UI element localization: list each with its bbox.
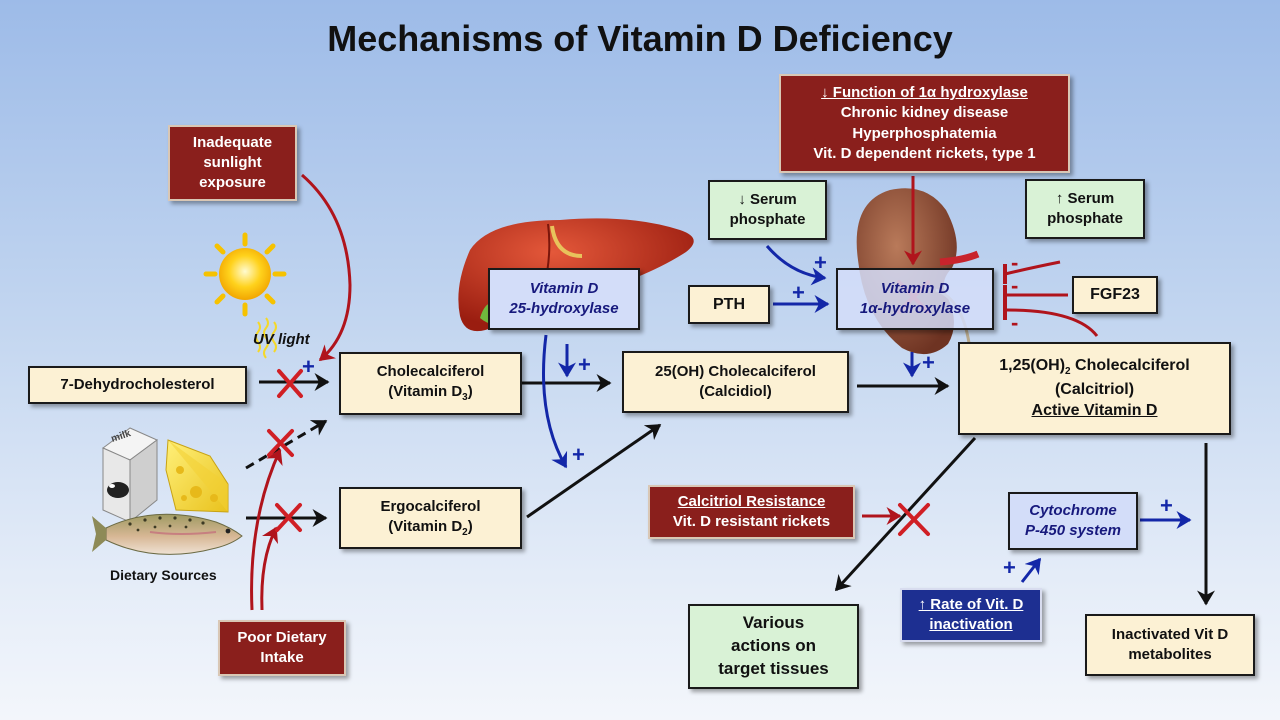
cytochrome-box: Cytochrome P-450 system: [1008, 492, 1138, 550]
plus-25-hydroxylase-d2: +: [572, 442, 585, 467]
milk-carton-icon: [102, 427, 158, 524]
poor-dietary-line-2: Intake: [260, 649, 304, 666]
high-phosphate-line-2: phosphate: [1047, 210, 1123, 227]
arrow-poor-diet-inhibits-upper: [250, 448, 283, 611]
arrow-sunlight-inhibits: [301, 173, 352, 362]
rickets-type-1-label: Vit. D dependent rickets, type 1: [813, 144, 1036, 162]
1a-hydroxylase-box: Vitamin D 1α-hydroxylase: [836, 268, 994, 330]
arrow-poor-diet-inhibits-lower: [260, 526, 279, 611]
block-x-uv-icon: [277, 369, 303, 398]
hyperphosphatemia-label: Hyperphosphatemia: [852, 124, 997, 142]
plus-25-hydroxylase: +: [578, 352, 591, 377]
cheese-icon: [165, 439, 229, 513]
target-tissue-actions-box: Various actions on target tissues: [688, 604, 859, 689]
inadequate-sunlight-line-1: Inadequate: [192, 133, 273, 151]
inactivation-rate-box: ↑ Rate of Vit. D inactivation: [900, 588, 1042, 642]
hydroxylase-function-heading: ↓ Function of 1α hydroxylase: [821, 84, 1028, 101]
arrow-25-hydroxylase-to-ergocalciferol: [542, 334, 568, 469]
block-x-dietary-d2-icon: [275, 503, 302, 532]
metabolites-line-2: metabolites: [1128, 646, 1212, 663]
pth-label: PTH: [713, 295, 745, 313]
uv-light-waves-icon: [255, 317, 277, 359]
low-phosphate-box: ↓ Serum phosphate: [708, 180, 827, 240]
high-phosphate-line-1: ↑ Serum: [1055, 189, 1115, 207]
actions-line-3: target tissues: [718, 658, 829, 678]
1a-hydroxylase-line-1: Vitamin D: [880, 279, 950, 297]
ergocalciferol-sublabel: (Vitamin D2): [388, 517, 473, 538]
plus-low-phosphate: +: [814, 250, 827, 275]
high-phosphate-box: ↑ Serum phosphate: [1025, 179, 1145, 239]
sun-icon: [203, 232, 287, 317]
plus-cytochrome: +: [1160, 493, 1173, 518]
arrow-calcitriol-to-actions: [834, 436, 977, 592]
inactivation-rate-line-1: ↑ Rate of Vit. D: [918, 595, 1024, 613]
arrow-diet-to-cholecalciferol: [245, 419, 328, 470]
fish-icon: [92, 513, 243, 555]
calcitriol-label: 1,25(OH)2 Cholecalciferol: [999, 357, 1190, 378]
actions-line-2: actions on: [730, 636, 816, 656]
metabolites-line-1: Inactivated Vit D: [1111, 625, 1229, 643]
pth-box: PTH: [688, 285, 770, 324]
1a-hydroxylase-line-2: 1α-hydroxylase: [859, 300, 971, 317]
minus-high-phosphate: -: [1011, 250, 1018, 275]
cholecalciferol-box: Cholecalciferol (Vitamin D3): [339, 352, 522, 415]
calcidiol-sublabel: (Calcidiol): [699, 383, 772, 400]
active-vitamin-d-label: Active Vitamin D: [1031, 402, 1158, 420]
chronic-kidney-disease-label: Chronic kidney disease: [840, 104, 1009, 122]
inadequate-sunlight-line-3: exposure: [199, 174, 266, 192]
25-hydroxylase-box: Vitamin D 25-hydroxylase: [488, 268, 640, 330]
dietary-sources-label: Dietary Sources: [110, 567, 217, 583]
low-phosphate-line-2: phosphate: [729, 211, 806, 228]
dehydrocholesterol-label: 7-Dehydrocholesterol: [60, 375, 215, 393]
low-phosphate-line-1: ↓ Serum: [738, 190, 797, 208]
minus-fgf23: -: [1011, 273, 1018, 298]
calcitriol-resistance-box: Calcitriol Resistance Vit. D resistant r…: [648, 485, 855, 539]
minus-fgf23-lower: -: [1011, 310, 1018, 335]
cholecalciferol-label: Cholecalciferol: [376, 363, 485, 381]
inadequate-sunlight-box: Inadequate sunlight exposure: [168, 125, 297, 201]
resistant-rickets-label: Vit. D resistant rickets: [672, 513, 831, 530]
uv-light-label: UV light: [253, 331, 310, 348]
page-title: Mechanisms of Vitamin D Deficiency: [327, 18, 953, 59]
plus-inactivation: +: [1003, 555, 1016, 580]
actions-line-1: Various: [742, 613, 805, 633]
inhibit-from-fgf23: [1006, 308, 1099, 337]
calcidiol-box: 25(OH) Cholecalciferol (Calcidiol): [622, 351, 849, 413]
arrow-ergocalciferol-to-calcidiol: [526, 423, 662, 519]
fgf23-label: FGF23: [1090, 286, 1140, 304]
arrow-low-phosphate-stimulates: [765, 245, 827, 286]
inadequate-sunlight-line-2: sunlight: [203, 153, 262, 171]
inactivation-rate-line-2: inactivation: [929, 616, 1013, 633]
plus-1a-hydroxylase: +: [922, 350, 935, 375]
fgf23-box: FGF23: [1072, 276, 1158, 314]
25-hydroxylase-line-1: Vitamin D: [529, 279, 599, 297]
calcitriol-sublabel: (Calcitriol): [1054, 380, 1135, 398]
calcitriol-box: 1,25(OH)2 Cholecalciferol (Calcitriol) A…: [958, 342, 1231, 435]
inactivated-metabolites-box: Inactivated Vit D metabolites: [1085, 614, 1255, 676]
cholecalciferol-sublabel: (Vitamin D3): [388, 383, 473, 404]
calcidiol-label: 25(OH) Cholecalciferol: [655, 362, 816, 380]
hydroxylase-function-defect-box: ↓ Function of 1α hydroxylase Chronic kid…: [779, 74, 1070, 173]
poor-dietary-intake-box: Poor Dietary Intake: [218, 620, 346, 676]
25-hydroxylase-line-2: 25-hydroxylase: [509, 300, 619, 317]
plus-uv: +: [302, 354, 315, 379]
poor-dietary-line-1: Poor Dietary: [237, 628, 327, 646]
arrow-inactivation-to-cytochrome: [1020, 557, 1042, 583]
block-x-resistance-icon: [898, 503, 930, 536]
inhibit-high-phosphate: [1004, 260, 1061, 276]
dehydrocholesterol-box: 7-Dehydrocholesterol: [28, 366, 247, 404]
cytochrome-line-2: P-450 system: [1025, 522, 1121, 539]
plus-pth: +: [792, 280, 805, 305]
block-x-dietary-d3-icon: [267, 429, 294, 457]
ergocalciferol-box: Ergocalciferol (Vitamin D2): [339, 487, 522, 549]
ergocalciferol-label: Ergocalciferol: [380, 497, 481, 515]
cytochrome-line-1: Cytochrome: [1029, 501, 1117, 519]
calcitriol-resistance-heading: Calcitriol Resistance: [677, 492, 826, 510]
